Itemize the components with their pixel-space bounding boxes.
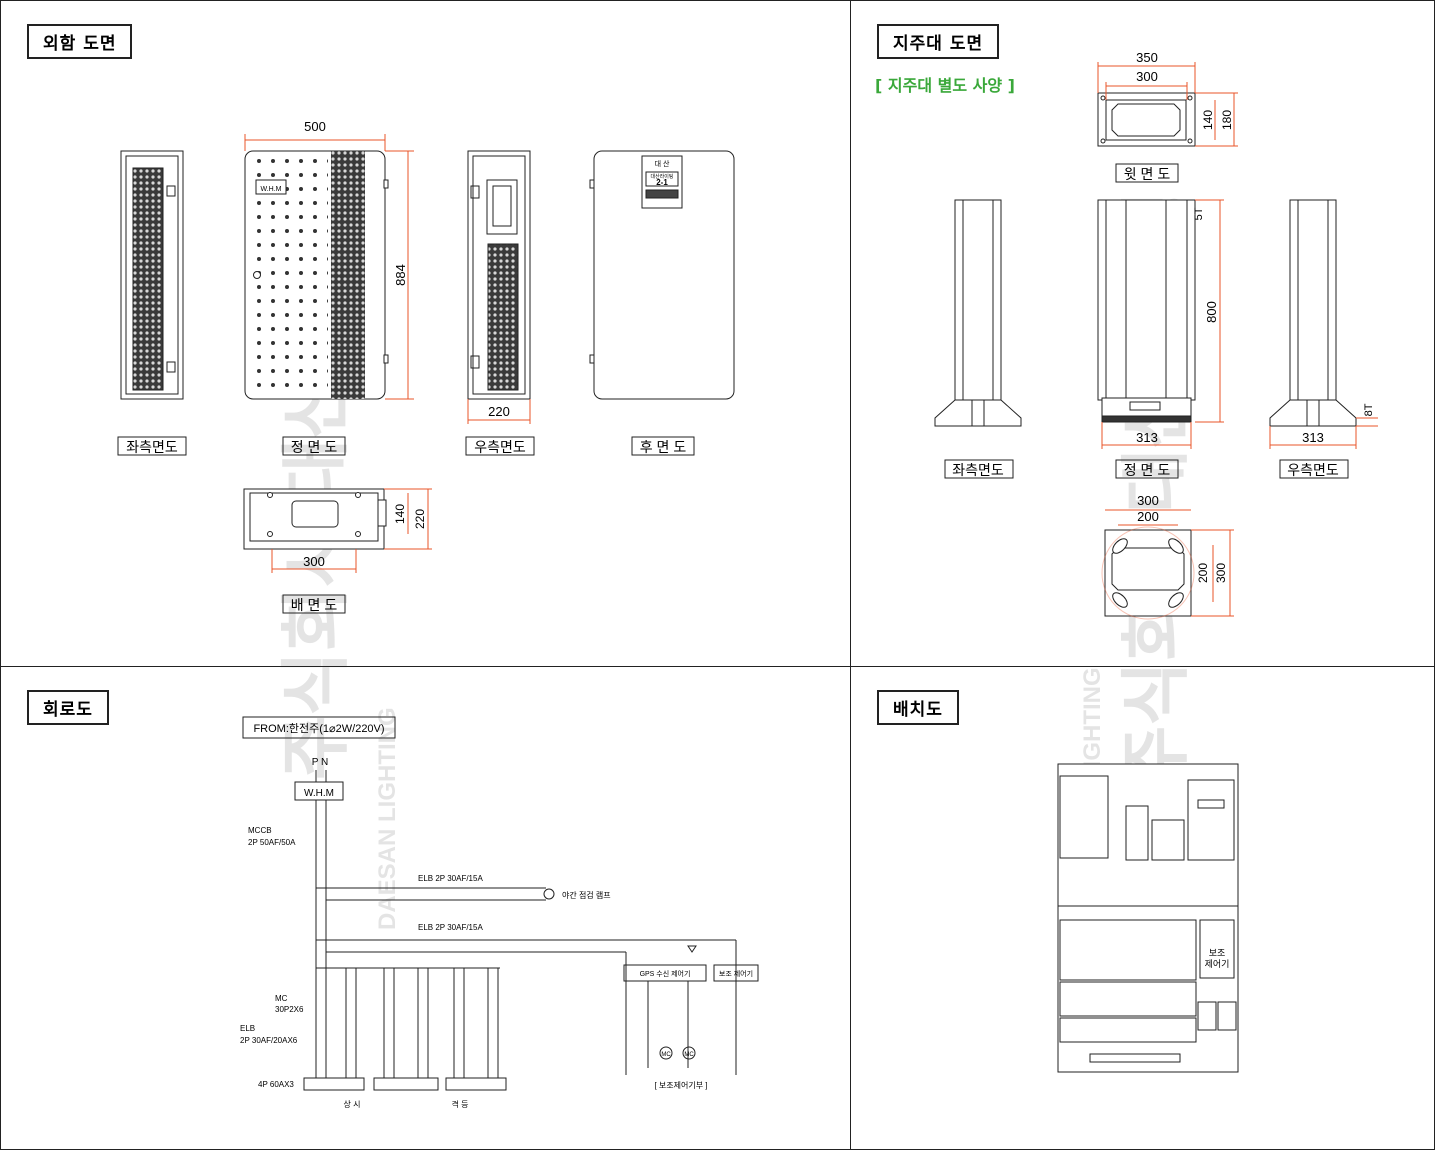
circuit-group-2: 격 등 <box>452 1099 469 1109</box>
dim-width: 500 <box>304 119 326 134</box>
view-label-bottom: 배 면 도 <box>291 597 338 613</box>
view-label-right: 우측면도 <box>474 439 526 455</box>
pole-left-view <box>934 199 1022 427</box>
pole-view-right: 우측면도 <box>1287 462 1339 478</box>
nameplate-company: 대산라이팅 <box>650 173 673 180</box>
base-outer-w: 300 <box>1137 493 1159 508</box>
circuit-elb-1: ELB <box>240 1024 255 1033</box>
view-label-rear: 후 면 도 <box>640 439 687 455</box>
pole-side-plate: 8T <box>1363 403 1375 416</box>
pole-dim-thickness: 5T <box>1193 207 1205 220</box>
exterior-rear-view <box>589 150 735 400</box>
pole-dim-d2: 180 <box>1220 110 1234 130</box>
pole-title: 지주대 도면 <box>877 24 1000 59</box>
circuit-mc-coil-1: MC <box>661 1052 671 1058</box>
view-label-left: 좌측면도 <box>126 439 178 455</box>
exterior-right-view <box>467 150 531 400</box>
circuit-terminal: 4P 60AX3 <box>258 1080 294 1089</box>
circuit-mccb-2: 2P 50AF/50A <box>248 838 296 847</box>
circuit-source: FROM:한전주(1⌀2W/220V) <box>253 722 384 735</box>
dim-height: 884 <box>393 264 408 286</box>
exterior-front-view <box>244 150 389 400</box>
circuit-mccb-1: MCCB <box>248 826 272 835</box>
pole-front-view <box>1097 199 1196 423</box>
bottom-dimensions <box>271 488 432 573</box>
pole-right-view <box>1269 199 1357 427</box>
pole-base-dims <box>1101 509 1234 620</box>
pole-dim-d1: 140 <box>1201 110 1215 130</box>
pole-top-dims <box>1097 62 1238 147</box>
base-inner-w: 200 <box>1137 509 1159 524</box>
circuit-mc-1: MC <box>275 994 288 1003</box>
pole-dim-inner: 300 <box>1136 69 1158 84</box>
pole-view-top: 윗 면 도 <box>1124 166 1171 182</box>
vertical-divider <box>850 0 851 1150</box>
dim-depth: 220 <box>488 404 510 419</box>
base-outer-h: 300 <box>1214 563 1228 583</box>
dim-bottom-inner: 140 <box>393 504 407 524</box>
circuit-mc-2: 30P2X6 <box>275 1005 304 1014</box>
exterior-left-view <box>120 150 184 400</box>
circuit-elb1: ELB 2P 30AF/15A <box>418 874 483 883</box>
right-view-dimension <box>467 399 531 424</box>
pole-top-view <box>1097 92 1196 147</box>
circuit-lamp: 야간 점검 램프 <box>562 890 611 900</box>
circuit-title: 회로도 <box>27 690 109 725</box>
pole-dim-outer: 350 <box>1136 50 1158 65</box>
layout-aux-2: 제어기 <box>1205 959 1230 969</box>
pole-base-plate <box>1104 529 1192 617</box>
nameplate-code: 2-1 <box>656 178 668 187</box>
pole-right-dims <box>1269 417 1378 449</box>
circuit-group-1: 상 시 <box>344 1099 361 1109</box>
pole-view-left: 좌측면도 <box>952 462 1004 478</box>
view-label-front: 정 면 도 <box>291 439 338 455</box>
front-dimensions <box>244 134 414 400</box>
pole-dim-base: 313 <box>1136 430 1158 445</box>
circuit-aux-section: [ 보조제어기부 ] <box>654 1080 707 1090</box>
layout-aux-1: 보조 <box>1209 948 1226 958</box>
pole-note: [ 지주대 별도 사양 ] <box>875 76 1015 95</box>
layout-panel <box>1057 763 1239 1073</box>
front-whm-label: W.H.M <box>261 186 282 193</box>
nameplate-top: 대 산 <box>655 159 670 168</box>
watermark-en-1: DAESAN LIGHTING <box>374 707 401 930</box>
dim-bottom-depth: 220 <box>413 509 427 529</box>
layout-title: 배치도 <box>877 690 959 725</box>
horizontal-divider <box>0 666 1435 667</box>
pole-side-base: 313 <box>1302 430 1324 445</box>
circuit-aux: 보조 제어기 <box>719 969 753 978</box>
circuit-gps: GPS 수신 제어기 <box>640 969 691 978</box>
watermark: DAESAN LIGHTING DAESAN LIGHTING 주식회사 대산라… <box>277 181 1195 930</box>
exterior-bottom-view <box>243 488 387 550</box>
circuit-mc-coil-2: MC <box>684 1052 694 1058</box>
exterior-title: 외함 도면 <box>27 24 133 59</box>
circuit-elb-2: 2P 30AF/20AX6 <box>240 1036 298 1045</box>
circuit-elb2: ELB 2P 30AF/15A <box>418 923 483 932</box>
pole-view-front: 정 면 도 <box>1124 462 1171 478</box>
circuit-whm: W.H.M <box>304 788 334 799</box>
pole-front-dims <box>1101 199 1224 449</box>
circuit-diagram <box>242 716 759 1091</box>
pole-dim-height: 800 <box>1204 301 1219 323</box>
dim-bottom-width: 300 <box>303 554 325 569</box>
circuit-pn: P N <box>312 757 329 768</box>
base-inner-h: 200 <box>1196 563 1210 583</box>
